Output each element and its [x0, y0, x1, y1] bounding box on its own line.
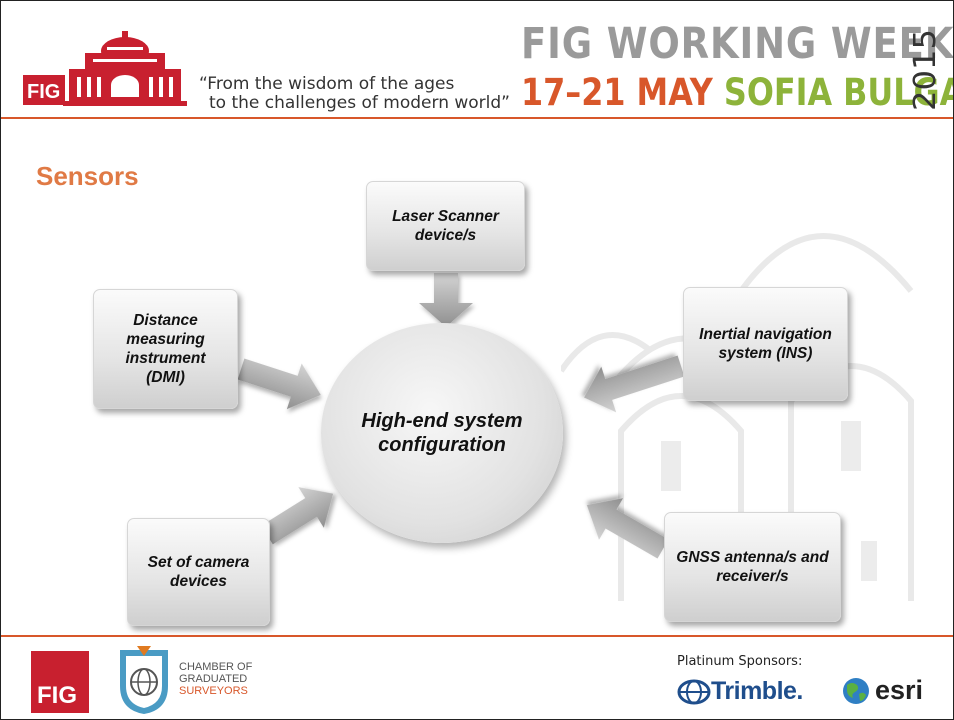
node-dmi-line3: instrument	[125, 350, 206, 367]
node-ins-line1: Inertial navigation	[699, 326, 832, 343]
arrow-camera-to-center	[261, 487, 334, 545]
arrow-ins-to-center	[583, 355, 685, 413]
node-camera-line1: Set of camera	[147, 554, 250, 571]
sponsors-label: Platinum Sponsors:	[677, 654, 803, 669]
arrow-laser-to-center	[419, 273, 473, 327]
event-dates-line: 17–21 MAY SOFIA BULGARIA	[521, 71, 953, 114]
event-dates: 17–21 MAY	[521, 71, 713, 114]
node-dmi: Distance measuring instrument (DMI)	[93, 289, 238, 409]
center-node-line2: configuration	[378, 434, 506, 456]
node-dmi-line1: Distance	[133, 312, 198, 329]
slide-title: Sensors	[36, 161, 139, 191]
fig-logo-footer-text: FIG	[37, 682, 77, 709]
tagline-line1: “From the wisdom of the ages	[199, 74, 455, 94]
node-laser-scanner-line2: device/s	[414, 227, 477, 244]
center-node-line1: High-end system	[361, 410, 523, 432]
node-gnss: GNSS antenna/s and receiver/s	[664, 512, 841, 622]
esri-logo: esri	[841, 675, 923, 706]
fig-logo-footer: FIG	[31, 651, 89, 713]
node-camera: Set of camera devices	[127, 518, 270, 626]
event-title: FIG WORKING WEEK	[521, 19, 954, 69]
org-line3: SURVEYORS	[179, 685, 248, 697]
globe-shield-icon	[120, 646, 168, 714]
arrow-gnss-to-center	[586, 498, 669, 559]
event-year-text: 2015	[911, 29, 941, 111]
header: FIG “From the wisdom of the ag	[1, 1, 953, 119]
fig-logo-text: FIG	[27, 81, 60, 103]
esri-text: esri	[875, 675, 924, 705]
org-line1: CHAMBER OF	[179, 661, 253, 673]
node-camera-line2: devices	[170, 573, 227, 590]
fig-logo: FIG	[23, 31, 187, 106]
node-ins: Inertial navigation system (INS)	[683, 287, 848, 401]
arrow-dmi-to-center	[237, 358, 321, 410]
node-ins-line2: system (INS)	[718, 345, 813, 362]
trimble-globe-icon	[677, 679, 711, 704]
tagline-line2: to the challenges of modern world”	[209, 93, 510, 113]
org-name: CHAMBER OF GRADUATED SURVEYORS	[179, 661, 252, 697]
trimble-text: Trimble.	[711, 677, 803, 705]
org-line2: GRADUATED	[179, 673, 248, 685]
node-laser-scanner-line1: Laser Scanner	[392, 208, 499, 225]
node-gnss-line1: GNSS antenna/s and	[676, 549, 829, 566]
node-dmi-line2: measuring	[126, 331, 205, 348]
trimble-logo: Trimble.	[677, 677, 803, 706]
event-city: SOFIA BULGARIA	[723, 71, 953, 114]
center-node: High-end system configuration	[321, 323, 563, 543]
tagline: “From the wisdom of the ages to the chal…	[199, 75, 510, 113]
event-year: 2015	[911, 29, 941, 111]
node-gnss-line2: receiver/s	[716, 568, 789, 585]
header-divider	[1, 117, 953, 119]
esri-globe-icon	[843, 677, 869, 704]
node-dmi-line4: (DMI)	[146, 369, 185, 386]
footer-divider	[1, 635, 953, 637]
node-laser-scanner: Laser Scanner device/s	[366, 181, 525, 271]
